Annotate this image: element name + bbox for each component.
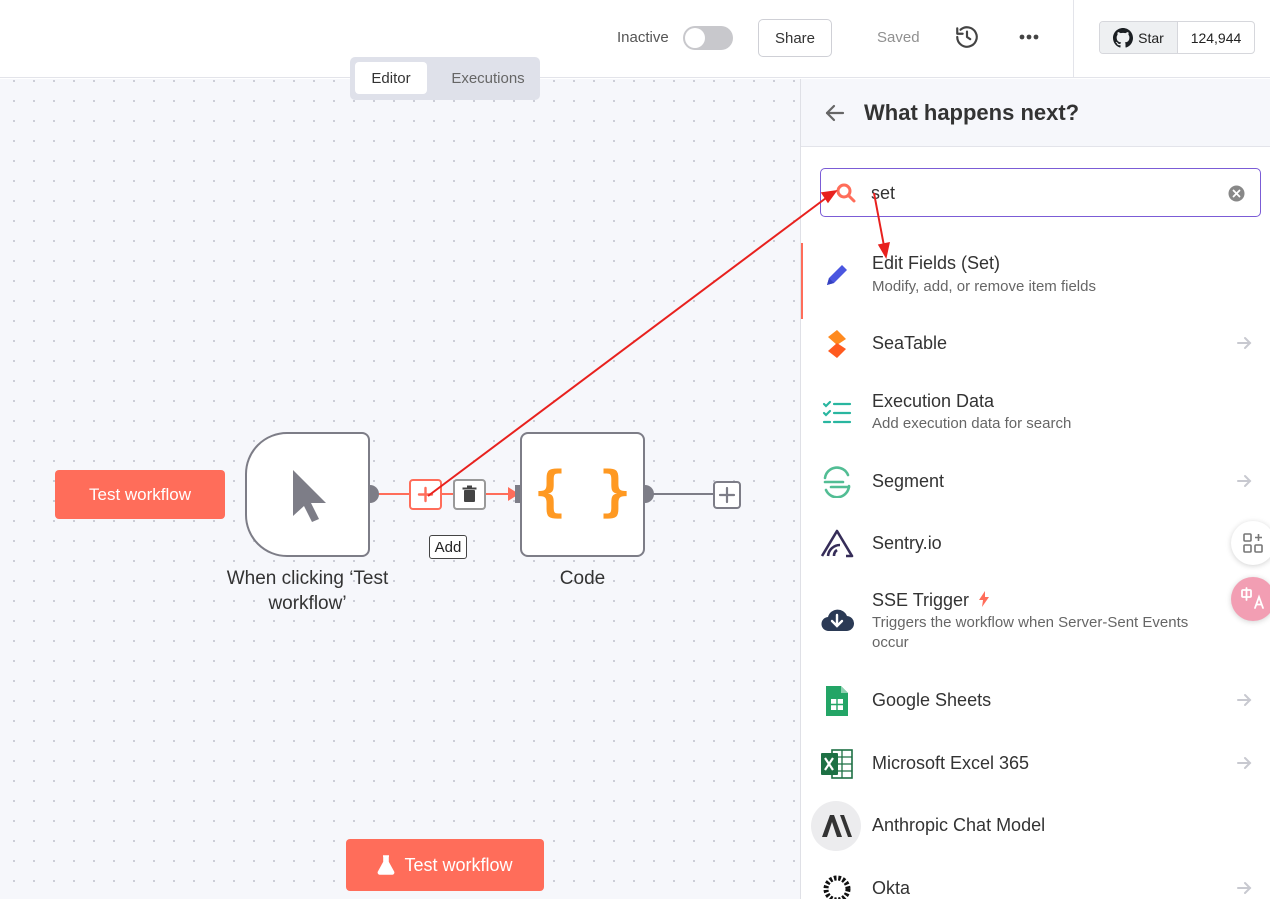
saved-status: Saved [877,29,920,46]
search-icon [835,182,857,204]
test-workflow-bottom-label: Test workflow [404,854,513,875]
node-item-edit-fields[interactable]: Edit Fields (Set) Modify, add, or remove… [801,243,1270,319]
okta-icon [819,871,855,899]
test-workflow-button-bottom[interactable]: Test workflow [346,839,544,891]
add-tooltip: Add [429,535,467,559]
node-item-subtitle: Modify, add, or remove item fields [872,278,1096,295]
checklist-icon [819,395,855,431]
clear-search-icon[interactable] [1228,185,1245,202]
anthropic-icon [811,801,861,851]
github-star-count[interactable]: 124,944 [1190,29,1242,46]
code-braces-icon: { } [533,460,632,523]
node-item-sentry[interactable]: Sentry.io [801,524,1270,564]
tab-executions[interactable]: Executions [451,69,525,87]
workflow-status-label: Inactive [617,29,669,46]
node-item-excel[interactable]: Microsoft Excel 365 [801,744,1270,784]
node-item-title: Anthropic Chat Model [872,815,1046,835]
node-item-anthropic[interactable]: Anthropic Chat Model [801,801,1270,851]
plus-icon [417,486,434,503]
sentry-icon [819,526,855,562]
test-workflow-button-left[interactable]: Test workflow [55,470,225,519]
node-creator-panel: What happens next? Edit Fields (Set) Mod… [800,79,1270,899]
excel-icon [819,746,855,782]
back-arrow-icon[interactable] [823,101,847,125]
code-node[interactable]: { } [520,432,645,557]
history-icon[interactable] [954,24,980,50]
node-item-subtitle: Triggers the workflow when Server-Sent E… [872,614,1189,651]
node-item-segment[interactable]: Segment [801,462,1270,502]
arrow-right-icon [1236,880,1252,896]
arrow-right-icon [1236,692,1252,708]
cloud-download-icon [819,602,855,638]
node-search-input[interactable] [871,179,1211,207]
node-item-subtitle: Add execution data for search [872,415,1072,432]
node-item-title: Edit Fields (Set) [872,253,1001,273]
segment-icon [819,464,855,500]
node-item-google-sheets[interactable]: Google Sheets [801,681,1270,721]
trigger-node-label: When clicking ‘Test workflow’ [226,568,389,614]
more-options-icon[interactable] [1016,24,1042,50]
github-star-widget[interactable]: Star 124,944 [1099,21,1255,54]
google-sheets-icon [819,683,855,719]
node-item-title: Google Sheets [872,690,992,710]
trash-icon [462,485,477,502]
view-tabs: Editor Executions [350,57,540,100]
github-star-button[interactable]: Star [1100,22,1178,53]
share-button[interactable]: Share [758,19,832,57]
node-item-title: Okta [872,878,911,898]
toggle-knob [685,28,705,48]
github-star-label: Star [1138,29,1164,46]
github-icon [1113,27,1134,48]
node-item-title: Execution Data [872,391,995,411]
node-item-title: Microsoft Excel 365 [872,753,1030,773]
node-item-title: SSE Trigger [872,590,990,611]
apps-float-button[interactable] [1231,521,1270,565]
node-item-sse-trigger[interactable]: SSE Trigger Triggers the workflow when S… [801,588,1270,658]
panel-header: What happens next? [801,79,1270,147]
node-item-title: Sentry.io [872,533,942,553]
active-toggle[interactable] [683,26,733,50]
top-header: Inactive Share Saved Star 124,944 [0,0,1270,78]
arrow-right-icon [1236,755,1252,771]
add-next-node-button[interactable] [713,481,741,509]
translate-float-button[interactable] [1231,577,1270,621]
manual-trigger-node[interactable] [245,432,370,557]
arrow-right-icon [1236,335,1252,351]
tab-editor[interactable]: Editor [355,62,427,94]
plus-icon [718,486,736,504]
node-search-box[interactable] [820,168,1261,217]
node-item-title: SeaTable [872,333,948,353]
node-item-title: Segment [872,471,945,491]
node-item-execution-data[interactable]: Execution Data Add execution data for se… [801,389,1270,437]
code-node-label: Code [559,568,606,589]
arrow-right-icon [1236,473,1252,489]
flask-icon [378,855,395,875]
lightning-icon [979,591,990,607]
panel-title: What happens next? [864,100,1080,125]
grid-plus-icon [1243,533,1263,553]
add-node-button[interactable] [409,479,442,510]
cursor-icon [293,470,326,522]
seatable-icon [819,326,855,362]
delete-connection-button[interactable] [453,479,486,510]
sse-trigger-title: SSE Trigger [872,590,970,610]
header-divider [1073,0,1074,78]
translate-icon [1241,587,1264,609]
node-item-seatable[interactable]: SeaTable [801,324,1270,364]
node-item-okta[interactable]: Okta [801,869,1270,899]
pencil-icon [819,257,855,293]
